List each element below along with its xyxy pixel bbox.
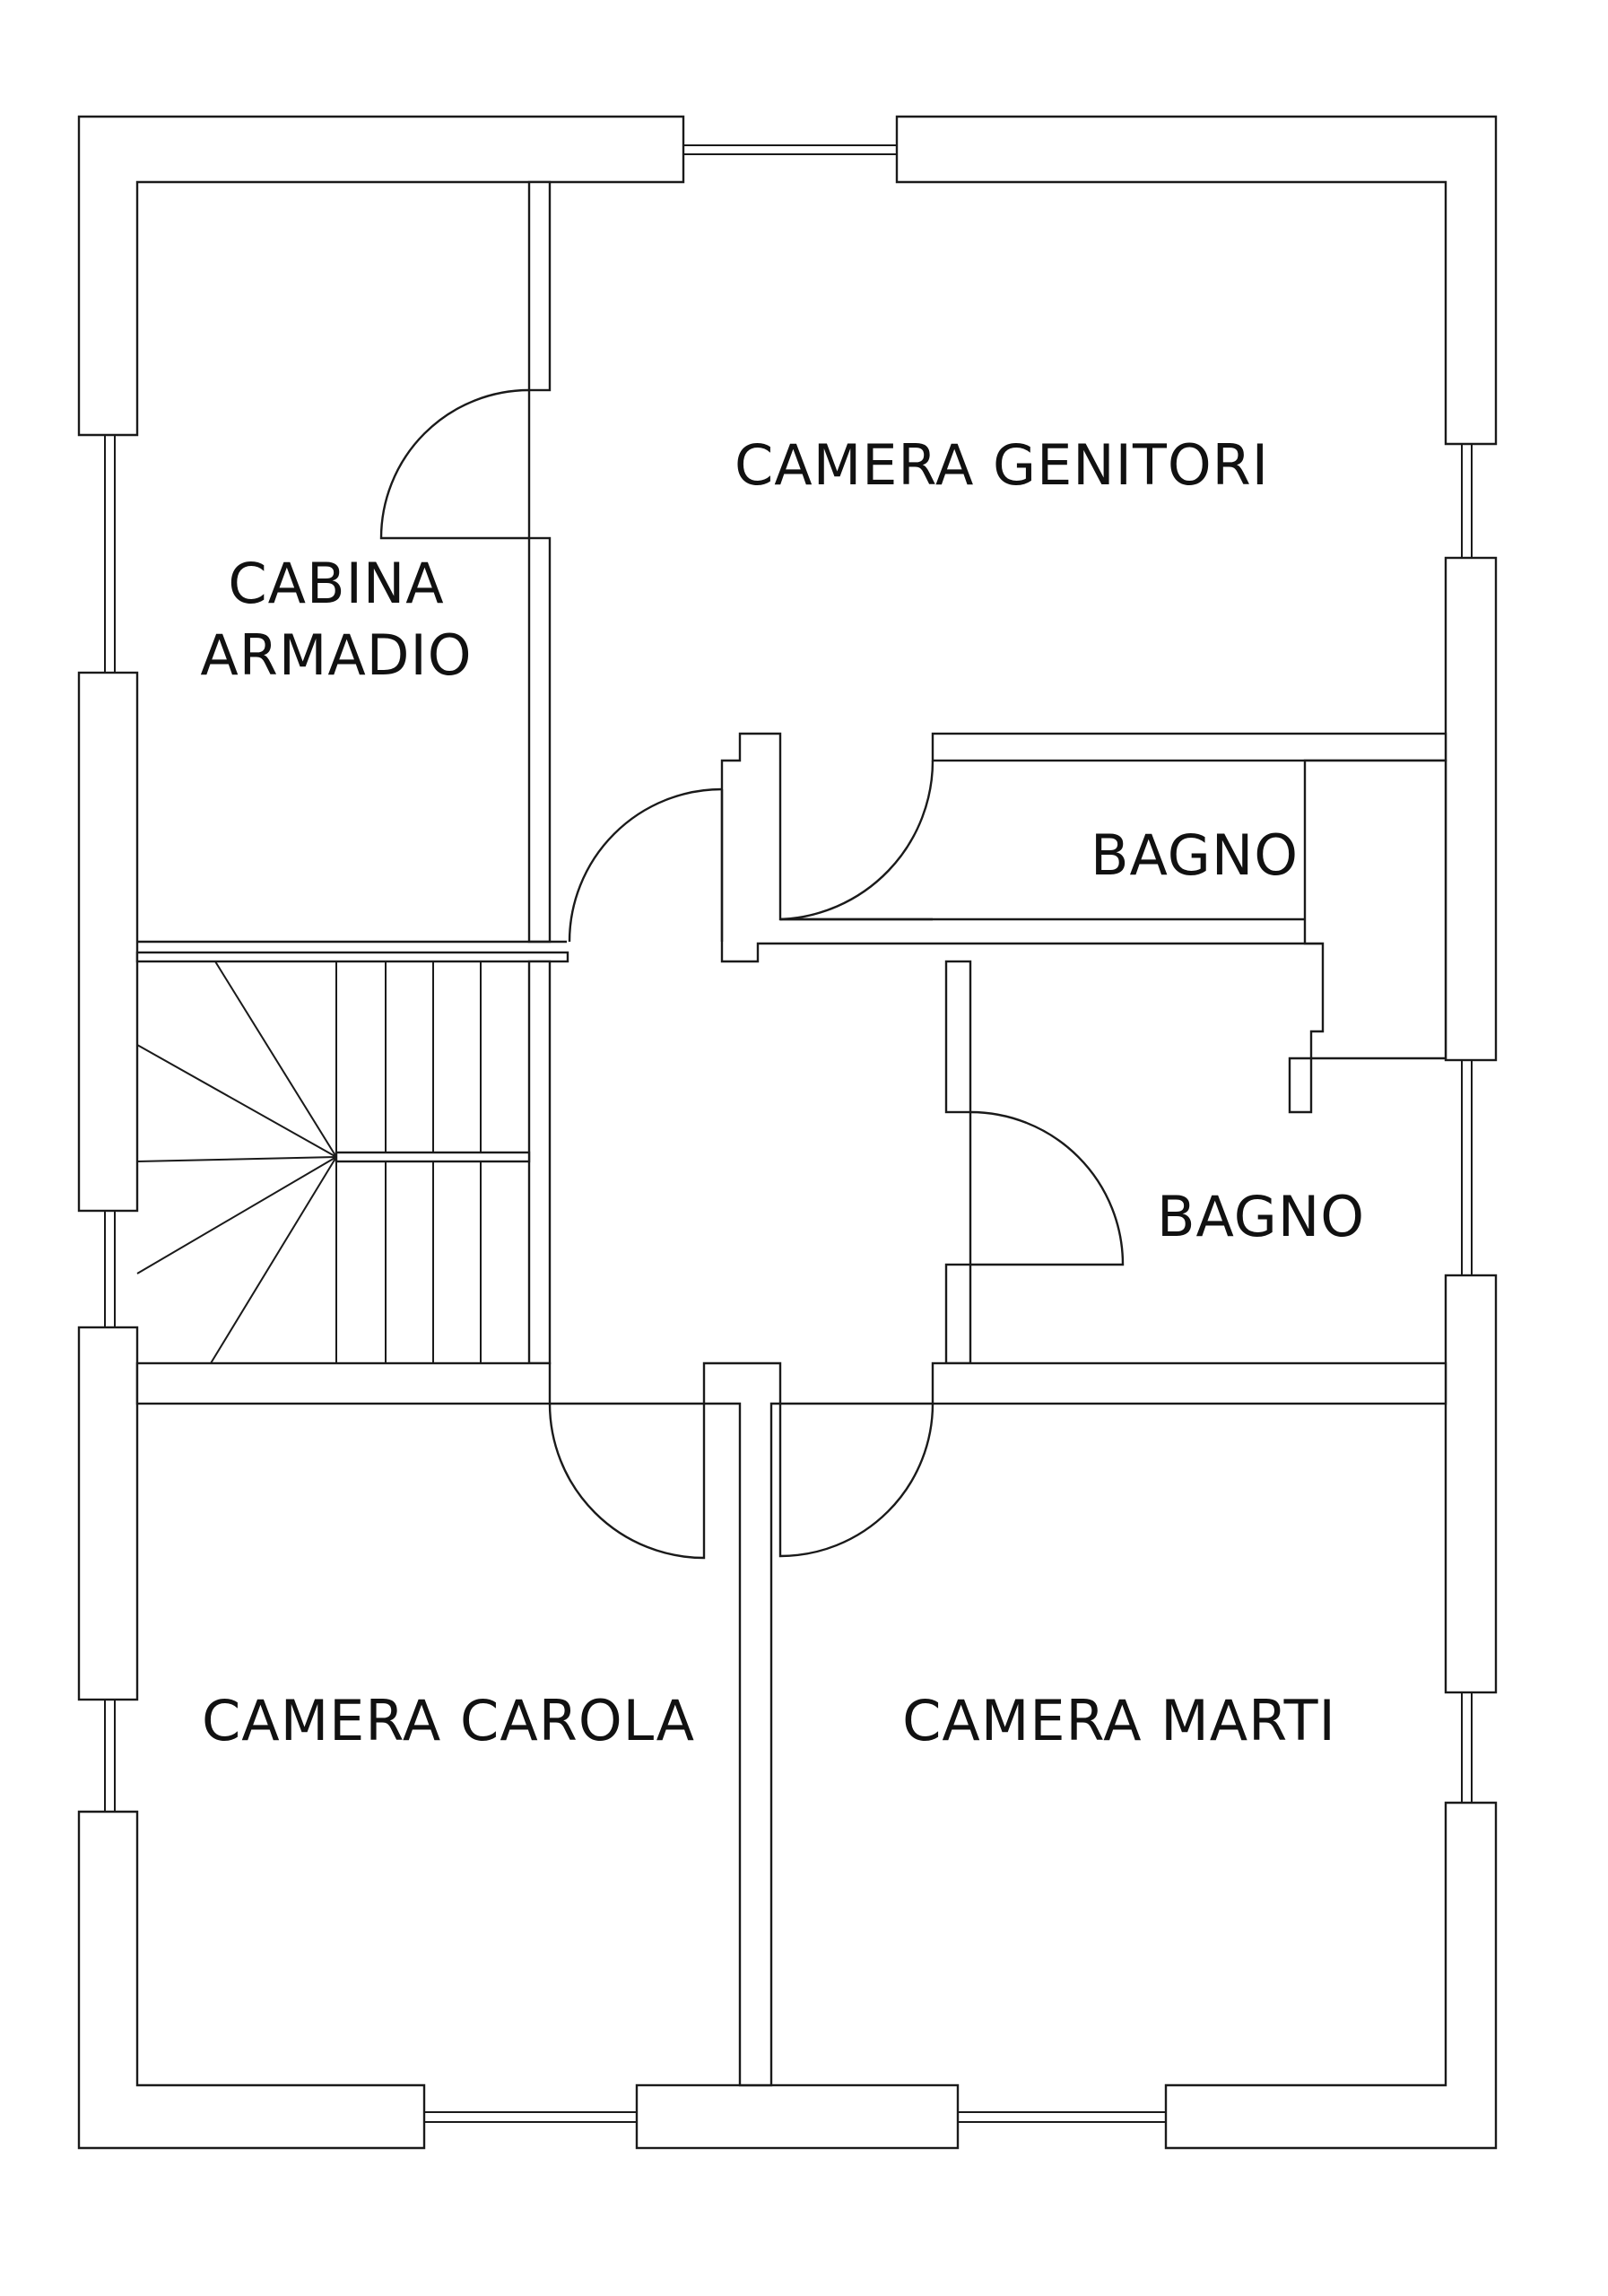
door-bagno-top — [779, 760, 934, 921]
wall-bagno2-bottom — [931, 1361, 1447, 1405]
wall-left-mid — [77, 671, 139, 1213]
window-left-mid — [104, 1211, 116, 1327]
label-cabina-armadio-line1: CABINA — [228, 551, 444, 616]
label-bagno-right: BAGNO — [1157, 1184, 1365, 1249]
label-camera-genitori: CAMERA GENITORI — [734, 432, 1269, 498]
window-right-lower — [1461, 1692, 1473, 1803]
wall-top-right — [895, 115, 1498, 446]
doors — [379, 388, 1125, 1560]
outer-walls — [77, 115, 1498, 2150]
wall-bottom-right — [1164, 1801, 1498, 2150]
wall-genitori-bottom — [931, 732, 1447, 762]
window-right-mid — [1461, 1060, 1473, 1275]
window-bottom-right — [958, 2111, 1166, 2123]
door-marti — [778, 1402, 934, 1558]
window-left-lower — [104, 1700, 116, 1812]
interior-walls — [135, 180, 1447, 2087]
label-cabina-armadio-line2: ARMADIO — [200, 622, 472, 688]
label-camera-marti: CAMERA MARTI — [902, 1688, 1336, 1753]
wall-cabina-upper — [527, 180, 552, 392]
wall-bagno-ledge — [1288, 759, 1447, 1114]
label-camera-carola: CAMERA CAROLA — [202, 1688, 695, 1753]
wall-right-upper — [1444, 556, 1498, 1062]
staircase — [136, 961, 531, 1364]
wall-cabina-lower — [527, 536, 552, 944]
door-bagno-right — [969, 1110, 1125, 1266]
wall-bagno2-left-upper — [944, 960, 972, 1114]
room-labels: CAMERA GENITORI CABINA ARMADIO BAGNO BAG… — [200, 432, 1365, 1753]
wall-right-lower — [1444, 1274, 1498, 1694]
window-left-upper — [104, 435, 116, 673]
wall-bedroom-divider — [702, 1361, 782, 2087]
stair-right-wall — [527, 960, 552, 1365]
wall-bagno-post — [720, 732, 1325, 963]
door-stair — [568, 787, 724, 943]
stair-top-rail — [135, 951, 569, 963]
windows — [104, 144, 1473, 2123]
window-right-upper — [1461, 444, 1473, 558]
wall-bottom-left — [77, 1810, 426, 2150]
wall-bagno2-left-lower — [944, 1263, 972, 1365]
door-carola — [548, 1402, 706, 1560]
wall-bottom-center — [635, 2083, 960, 2150]
label-bagno-top: BAGNO — [1091, 822, 1299, 888]
wall-top-left — [77, 115, 685, 437]
window-top — [683, 144, 897, 155]
wall-bedrooms-top-left — [135, 1361, 552, 1405]
door-cabina — [379, 388, 531, 540]
window-bottom-left — [424, 2111, 637, 2123]
wall-left-lower — [77, 1326, 139, 1701]
